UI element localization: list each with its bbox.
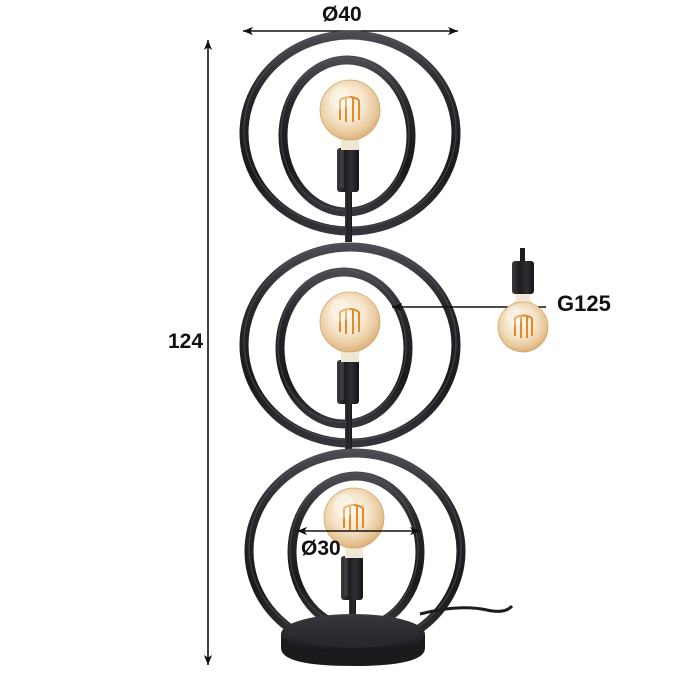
middle-bulb-reflection [330, 298, 350, 322]
lamp-base [281, 614, 425, 666]
top-bulb [319, 79, 381, 150]
top-bulb-glass [319, 79, 381, 141]
ring-unit-top [239, 30, 461, 242]
top-bulb-filament [339, 96, 360, 122]
top-support-rod [345, 176, 352, 242]
sample-bulb-glass [497, 301, 549, 353]
middle-bulb-filament [339, 308, 360, 334]
middle-socket-highlight [340, 362, 344, 400]
bulb-type-label: G125 [557, 291, 611, 316]
power-cord [419, 604, 514, 616]
base-top [281, 614, 425, 654]
ring-unit-middle [239, 242, 461, 454]
middle-bulb-glass [319, 291, 381, 353]
top-bulb-reflection [330, 86, 350, 110]
sample-bulb [497, 248, 549, 353]
middle-bulb [319, 291, 381, 362]
sample-bulb-stem [520, 248, 525, 262]
bottom-bulb-filament [343, 504, 364, 530]
inner-diameter-label: Ø30 [301, 537, 341, 560]
sample-bulb-reflection [506, 306, 522, 326]
bottom-socket-highlight [344, 558, 348, 596]
sample-bulb-filament [514, 314, 533, 338]
top-diameter-label: Ø40 [322, 3, 362, 26]
middle-inner-ring-highlight [277, 269, 407, 423]
middle-inner-ring [275, 267, 413, 429]
bulb-type-callout-group [392, 248, 549, 353]
bottom-bulb-reflection [334, 494, 354, 518]
total-height-label: 124 [168, 330, 204, 353]
base-top-highlight [287, 616, 419, 648]
middle-support-rod [345, 388, 352, 454]
top-socket-highlight [340, 150, 344, 188]
sample-bulb-socket [512, 261, 534, 294]
bottom-support-rod [349, 592, 356, 632]
